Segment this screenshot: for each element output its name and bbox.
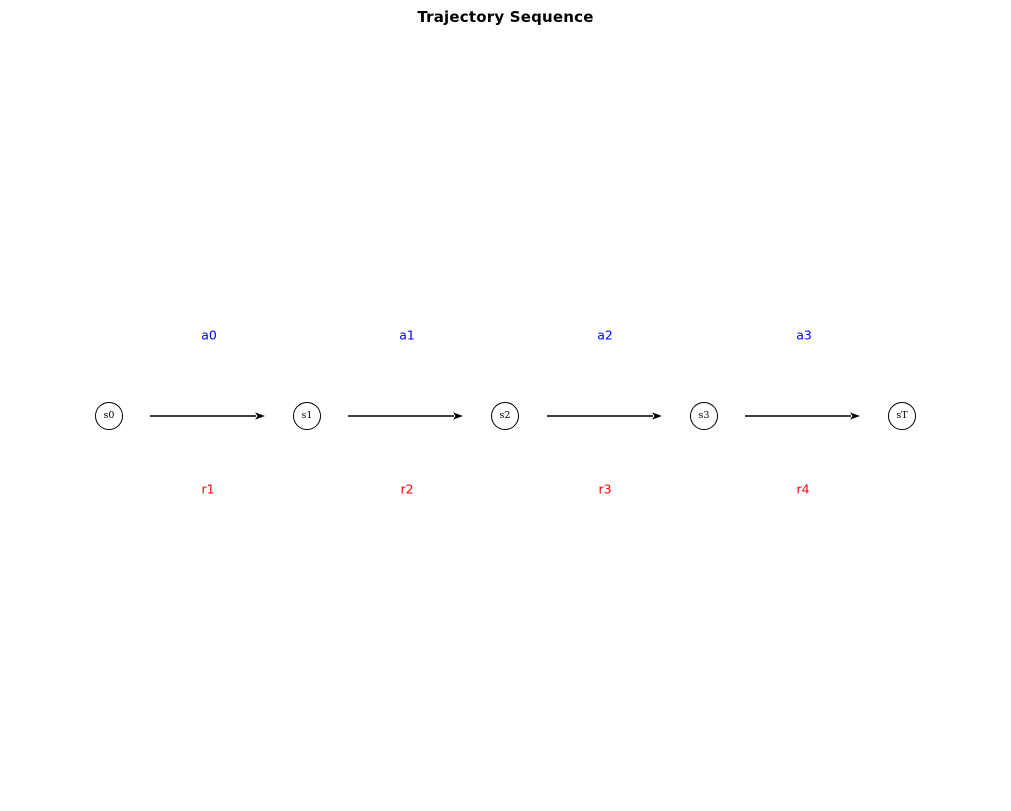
transition-arrow-head (453, 412, 463, 420)
reward-label-r1: r1 (201, 481, 215, 497)
action-label-a1: a1 (399, 327, 415, 343)
action-label-a3: a3 (796, 327, 812, 343)
state-node-s0[interactable]: s0 (95, 402, 123, 430)
state-node-sT[interactable]: sT (888, 402, 916, 430)
state-node-s3[interactable]: s3 (690, 402, 718, 430)
transition-arrow-head (850, 412, 860, 420)
action-label-a2: a2 (597, 327, 613, 343)
state-node-s2[interactable]: s2 (491, 402, 519, 430)
state-node-label: s3 (698, 410, 710, 422)
page-title: Trajectory Sequence (417, 8, 594, 26)
reward-label-r3: r3 (598, 481, 612, 497)
reward-label-r2: r2 (400, 481, 414, 497)
transition-arrow-head (652, 412, 662, 420)
state-node-label: sT (896, 410, 908, 422)
transition-arrow-head (255, 412, 265, 420)
state-node-s1[interactable]: s1 (293, 402, 321, 430)
action-label-a0: a0 (201, 327, 217, 343)
reward-label-r4: r4 (796, 481, 810, 497)
state-node-label: s2 (499, 410, 511, 422)
state-node-label: s0 (103, 410, 115, 422)
state-node-label: s1 (301, 410, 313, 422)
